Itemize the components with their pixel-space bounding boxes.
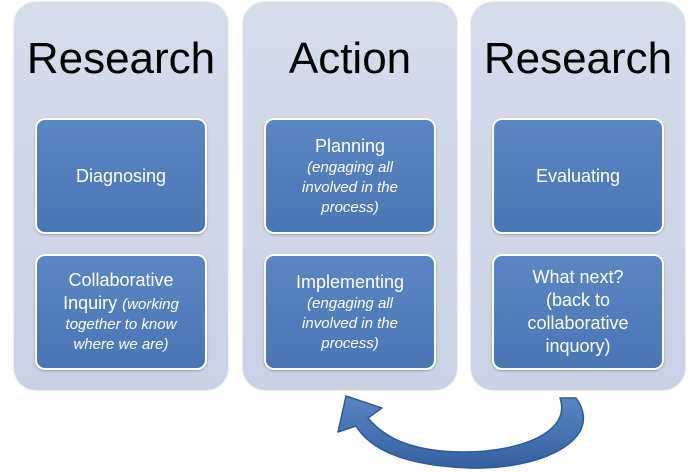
collaborative-inquiry-line2: Inquiry (working bbox=[63, 292, 179, 315]
evaluating-box: Evaluating bbox=[492, 118, 664, 234]
planning-note-line2: involved in the bbox=[302, 178, 398, 196]
evaluating-label: Evaluating bbox=[535, 165, 621, 186]
collaborative-inquiry-note-line2: together to know bbox=[65, 316, 177, 333]
action-column: Action Planning (engaging all involved i… bbox=[243, 2, 457, 390]
column-title-research-1: Research bbox=[26, 34, 216, 83]
what-next-line1: What next? bbox=[532, 267, 624, 287]
planning-note-line3: process) bbox=[321, 198, 379, 216]
arrow-body bbox=[337, 395, 584, 469]
collaborative-inquiry-note-inline: (working bbox=[122, 296, 179, 313]
diagnosing-label: Diagnosing bbox=[75, 165, 167, 186]
what-next-line4: inquory) bbox=[545, 336, 611, 356]
collaborative-inquiry-note-line3: where we are) bbox=[73, 336, 169, 353]
column-title-research-2: Research bbox=[483, 34, 673, 83]
what-next-line3: collaborative bbox=[527, 313, 629, 333]
research-column-1: Research Diagnosing Collaborative Inquir… bbox=[14, 2, 228, 390]
what-next-line2: (back to bbox=[545, 290, 611, 310]
planning-label: Planning bbox=[314, 135, 386, 156]
diagnosing-box: Diagnosing bbox=[35, 118, 207, 234]
collaborative-inquiry-label-line1: Collaborative bbox=[68, 270, 174, 290]
planning-box: Planning (engaging all involved in the p… bbox=[264, 118, 436, 234]
implementing-label: Implementing bbox=[295, 271, 405, 292]
implementing-note-line1: (engaging all bbox=[307, 294, 393, 312]
planning-note-line1: (engaging all bbox=[307, 158, 393, 176]
collaborative-inquiry-label-line2: Inquiry bbox=[63, 293, 118, 313]
collaborative-inquiry-box: Collaborative Inquiry (working together … bbox=[35, 254, 207, 370]
implementing-note-line3: process) bbox=[321, 334, 379, 352]
what-next-box: What next? (back to collaborative inquor… bbox=[492, 254, 664, 370]
column-title-action: Action bbox=[288, 34, 412, 83]
implementing-box: Implementing (engaging all involved in t… bbox=[264, 254, 436, 370]
research-column-2: Research Evaluating What next? (back to … bbox=[471, 2, 685, 390]
implementing-note-line2: involved in the bbox=[302, 314, 398, 332]
